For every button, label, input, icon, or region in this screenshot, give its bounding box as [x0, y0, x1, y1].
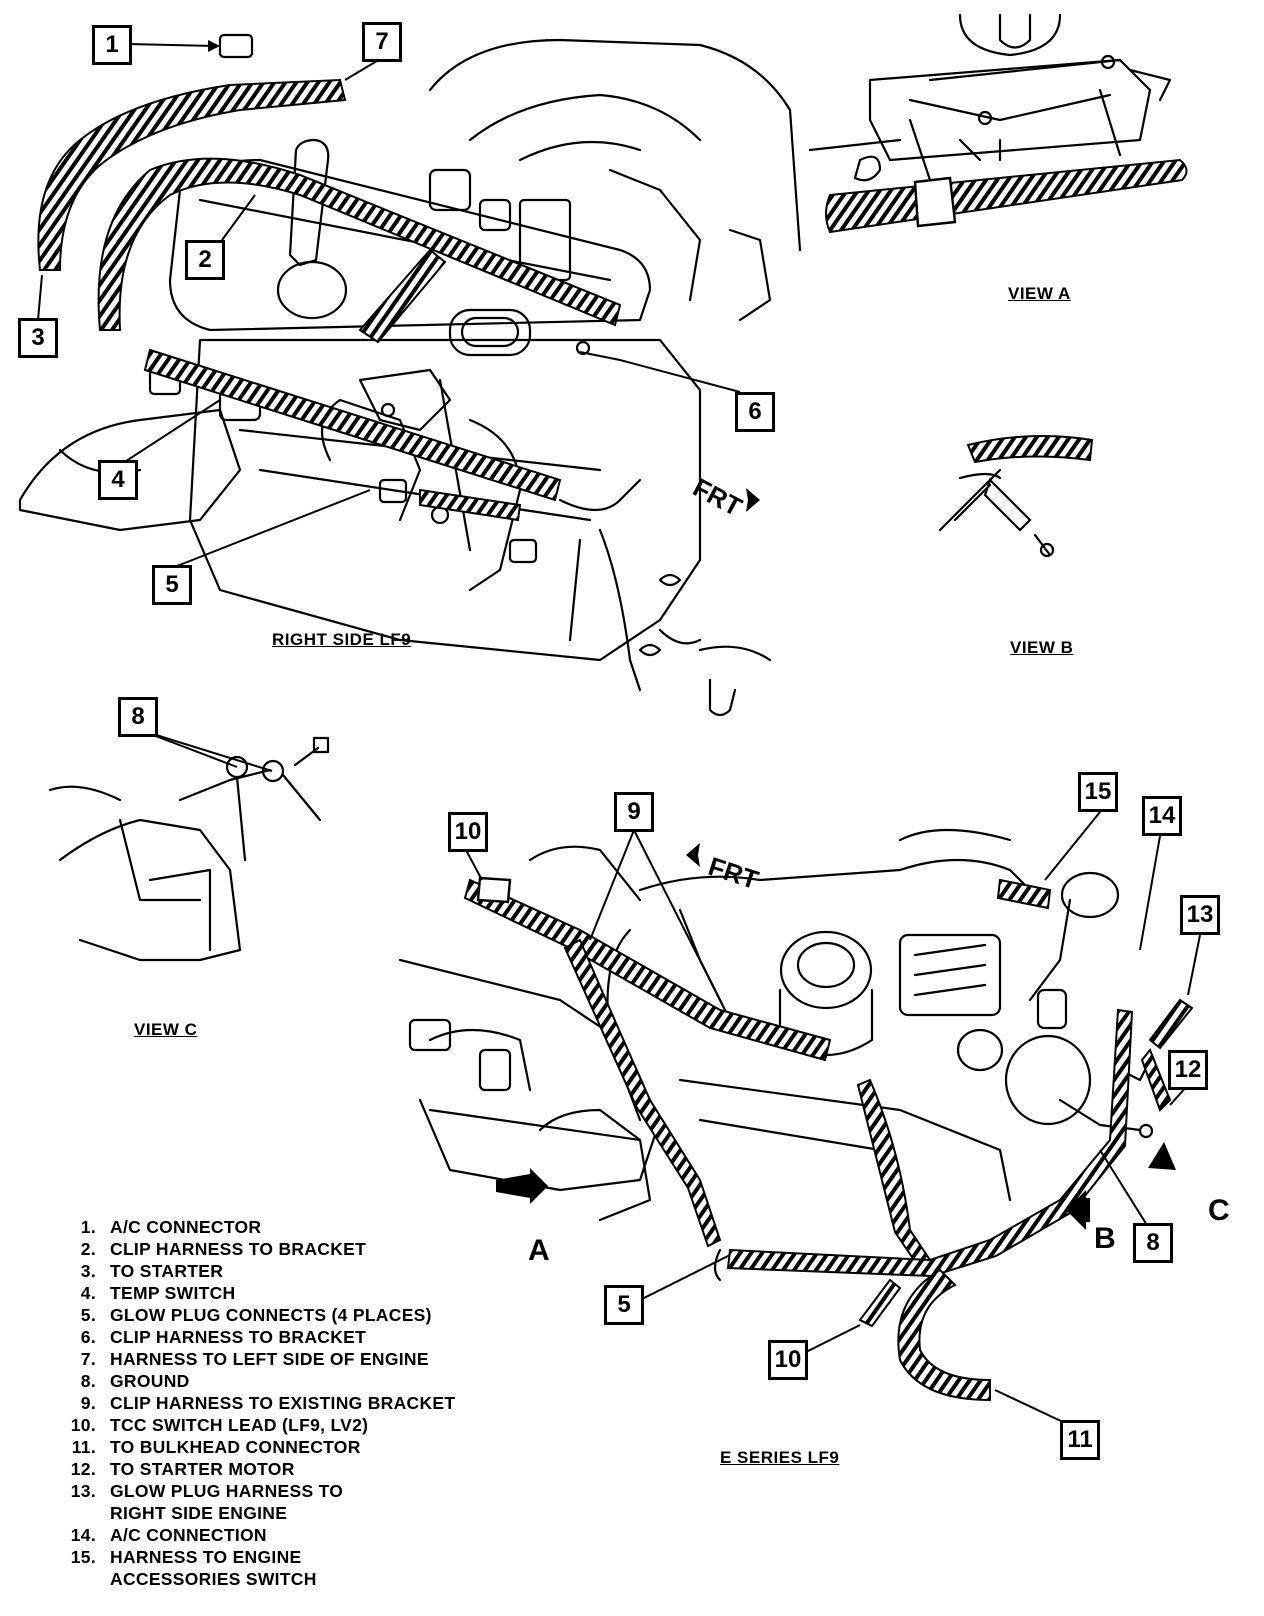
- frt-arrow-top: [746, 488, 760, 512]
- callout-1: 1: [92, 25, 132, 65]
- view-b-direction-letter: B: [1094, 1222, 1116, 1255]
- callout-7: 7: [362, 22, 402, 62]
- view-a-clip: [913, 176, 957, 228]
- legend-item: 10.TCC SWITCH LEAD (LF9, LV2): [70, 1415, 369, 1435]
- view-b-illustration: [938, 438, 1092, 558]
- legend-item: 13.GLOW PLUG HARNESS TO RIGHT SIDE ENGIN…: [70, 1481, 344, 1523]
- callout-2: 2: [185, 240, 225, 280]
- legend-item: 3.TO STARTER: [80, 1261, 224, 1281]
- callout-14: 14: [1142, 796, 1182, 836]
- legend-item: 5.GLOW PLUG CONNECTS (4 PLACES): [80, 1305, 432, 1325]
- callout-10-top: 10: [448, 812, 488, 852]
- legend-item: 14.A/C CONNECTION: [70, 1525, 267, 1545]
- view-label-view-c: VIEW C: [134, 1020, 198, 1039]
- parts-legend: 1.A/C CONNECTOR 2.CLIP HARNESS TO BRACKE…: [52, 1216, 532, 1590]
- callout-9: 9: [614, 792, 654, 832]
- callout-10-bottom: 10: [768, 1340, 808, 1380]
- legend-item: 7.HARNESS TO LEFT SIDE OF ENGINE: [80, 1349, 429, 1369]
- callout-15: 15: [1078, 772, 1118, 812]
- frt-arrow-bottom: [686, 843, 700, 867]
- callout-13: 13: [1180, 895, 1220, 935]
- legend-item: 6.CLIP HARNESS TO BRACKET: [80, 1327, 367, 1347]
- legend-item: 4.TEMP SWITCH: [80, 1283, 236, 1303]
- view-label-e-series-lf9: E SERIES LF9: [720, 1448, 840, 1467]
- callout-6: 6: [735, 392, 775, 432]
- view-b-harness-loom: [966, 435, 1094, 464]
- view-b-arrow: [1066, 1190, 1090, 1230]
- view-a-illustration: [808, 13, 1172, 182]
- view-a-direction-letter: A: [528, 1234, 550, 1267]
- e-series-tcc-connector: [476, 876, 512, 904]
- callout-8-view-c: 8: [118, 697, 158, 737]
- legend-item: 9.CLIP HARNESS TO EXISTING BRACKET: [80, 1393, 456, 1413]
- legend-item: 1.A/C CONNECTOR: [80, 1217, 262, 1237]
- e-series-harness-looms: [463, 878, 1194, 1402]
- view-label-view-a: VIEW A: [1008, 284, 1071, 303]
- callout-8-e-series: 8: [1133, 1223, 1173, 1263]
- legend-item: 12.TO STARTER MOTOR: [70, 1459, 295, 1479]
- callout-4: 4: [98, 460, 138, 500]
- view-c-arrow: [1148, 1142, 1176, 1170]
- view-c-illustration: [48, 736, 330, 962]
- callout-leader-lines: [37, 40, 1201, 1431]
- view-label-view-b: VIEW B: [1010, 638, 1074, 657]
- e-series-engine-illustration: [398, 828, 1154, 1282]
- callout-5-right-side: 5: [152, 565, 192, 605]
- legend-item: 15.HARNESS TO ENGINE ACCESSORIES SWITCH: [70, 1547, 317, 1589]
- view-a-arrow: [496, 1168, 548, 1204]
- right-side-harness-looms: [37, 78, 622, 522]
- view-c-direction-letter: C: [1208, 1194, 1230, 1227]
- legend-item: 8.GROUND: [80, 1371, 190, 1391]
- legend-item: 2.CLIP HARNESS TO BRACKET: [80, 1239, 367, 1259]
- callout-3: 3: [18, 318, 58, 358]
- callout-12: 12: [1168, 1050, 1208, 1090]
- legend-item: 11.TO BULKHEAD CONNECTOR: [71, 1437, 361, 1457]
- view-label-right-side-lf9: RIGHT SIDE LF9: [272, 630, 412, 649]
- callout-11: 11: [1060, 1420, 1100, 1460]
- callout-5-e-series: 5: [604, 1285, 644, 1325]
